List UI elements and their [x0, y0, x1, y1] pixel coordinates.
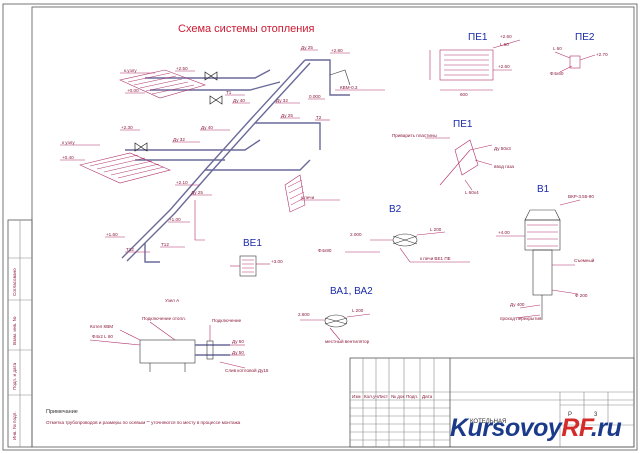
view-b2-label: В2 — [389, 204, 402, 215]
svg-text:+2.50: +2.50 — [176, 66, 188, 71]
svg-text:Подключение отопл.: Подключение отопл. — [142, 316, 186, 321]
svg-text:КВМ-0.3: КВМ-0.3 — [340, 85, 358, 90]
svg-text:Слив котловой Ду15: Слив котловой Ду15 — [225, 367, 269, 373]
notes-heading: Примечание — [46, 409, 78, 415]
svg-text:+2.60: +2.60 — [500, 34, 512, 39]
view-pe1-top: ПЕ1 +2.60 L 60 +2.60 600 — [429, 32, 521, 97]
svg-text:к.узлу: к.узлу — [124, 68, 137, 73]
svg-text:Ду 50: Ду 50 — [232, 339, 244, 344]
svg-text:ВКР-3.55-90: ВКР-3.55-90 — [568, 194, 594, 199]
svg-text:Т12: Т12 — [161, 242, 169, 247]
view-be1: ВЕ1 +3.00 — [230, 238, 283, 277]
tb-sheet: 3 — [594, 412, 598, 418]
svg-text:L 60: L 60 — [500, 42, 509, 47]
svg-text:Приварить пластины: Приварить пластины — [392, 133, 437, 138]
svg-text:600: 600 — [460, 92, 468, 97]
tb-col-2: Кол.уч — [364, 394, 378, 399]
svg-text:Ду 50: Ду 50 — [232, 350, 244, 355]
svg-text:Ду 32: Ду 32 — [276, 98, 288, 103]
view-pe1-mid: ПЕ1 Приварить пластины Ду 50х3 ввод газа L … — [392, 119, 514, 195]
watermark-suffix: RF — [561, 414, 591, 442]
tb-col-3: Лист — [378, 394, 389, 399]
svg-text:Ду 40: Ду 40 — [201, 125, 213, 130]
svg-text:Т2: Т2 — [316, 115, 322, 120]
svg-text:+2.60: +2.60 — [498, 64, 510, 69]
svg-text:L 60: L 60 — [553, 46, 562, 51]
svg-text:Т12: Т12 — [126, 247, 134, 252]
svg-text:0.000: 0.000 — [309, 94, 321, 99]
side-stamp: Инв. № подл. Подп. и дата Взам. инв. № С… — [7, 219, 33, 448]
tb-col-6: Дата — [422, 394, 433, 399]
svg-text:+1.00: +1.00 — [169, 217, 181, 222]
svg-text:+4.00: +4.00 — [498, 230, 510, 235]
drawing-title: Схема системы отопления — [178, 23, 314, 35]
view-b1-label: В1 — [537, 184, 550, 195]
svg-text:Ду 25: Ду 25 — [281, 113, 293, 118]
tb-stage: Р — [568, 412, 572, 418]
detail-node: Узел А Котел КВМ Ф4х2 L 60 Подключение ото… — [89, 298, 269, 373]
watermark-logo: KursovoyRF.ru — [450, 414, 640, 453]
svg-text:Ду 25: Ду 25 — [301, 45, 313, 50]
notes-text: Отметка трубопроводов и размеры по осевы… — [46, 420, 241, 425]
svg-text:местный вентилятор: местный вентилятор — [325, 338, 370, 344]
svg-text:к печи ВЕ1 ПЕ: к печи ВЕ1 ПЕ — [420, 256, 451, 261]
tb-col-5: Подп. — [406, 394, 418, 399]
svg-text:Подключение: Подключение — [212, 318, 242, 323]
svg-text:Котел КВМ: Котел КВМ — [90, 324, 113, 329]
tb-name: КОТЕЛЬНАЯ — [470, 419, 506, 425]
view-pe1-mid-label: ПЕ1 — [453, 119, 473, 130]
svg-text:+0.40: +0.40 — [62, 155, 74, 160]
view-ba: ВА1, ВА2 2.600 L 200 местный вентилятор — [298, 286, 373, 344]
svg-text:ввод газа: ввод газа — [494, 164, 514, 169]
svg-text:L 200: L 200 — [352, 308, 364, 313]
watermark-domain: .ru — [590, 414, 622, 442]
svg-text:Узел А: Узел А — [165, 298, 180, 303]
svg-text:Ф4х80: Ф4х80 — [318, 248, 332, 253]
svg-text:Т1: Т1 — [226, 90, 232, 95]
svg-text:Ду 400: Ду 400 — [510, 302, 525, 307]
svg-text:Съемный: Съемный — [574, 257, 595, 263]
view-ba-label: ВА1, ВА2 — [330, 286, 373, 297]
svg-text:+2.80: +2.80 — [331, 48, 343, 53]
outer-frame — [2, 3, 638, 451]
watermark-brand: Kursovoy — [450, 414, 562, 442]
svg-text:L 200: L 200 — [430, 227, 442, 232]
svg-text:2.600: 2.600 — [298, 312, 310, 317]
side-stamp-1: Инв. № подл. — [12, 411, 17, 440]
svg-text:L 60х4: L 60х4 — [465, 190, 479, 195]
svg-text:+0.00: +0.00 — [127, 88, 139, 93]
tb-col-4: № док — [391, 394, 405, 399]
tb-col-1: Изм — [352, 394, 361, 399]
title-block: Изм Кол.уч Лист № док Подп. Дата КОТЕЛЬН… — [349, 357, 635, 448]
side-stamp-2: Подп. и дата — [12, 362, 17, 390]
svg-text:+3.00: +3.00 — [271, 259, 283, 264]
svg-text:+2.10: +2.10 — [176, 180, 188, 185]
svg-text:Ф4х2 L 60: Ф4х2 L 60 — [92, 334, 113, 339]
svg-text:+2.30: +2.30 — [121, 125, 133, 130]
svg-text:Ду 32: Ду 32 — [173, 137, 185, 142]
svg-text:проход перекрытия: проход перекрытия — [500, 316, 542, 321]
view-pe1-top-label: ПЕ1 — [468, 32, 488, 43]
svg-text:Ду 40: Ду 40 — [233, 98, 245, 103]
svg-text:Ф4х60: Ф4х60 — [550, 71, 564, 76]
svg-text:Ф 200: Ф 200 — [575, 293, 588, 298]
view-pe2-label: ПЕ2 — [575, 32, 595, 43]
view-be1-label: ВЕ1 — [243, 238, 262, 249]
svg-text:Ду 25: Ду 25 — [191, 190, 203, 195]
side-stamp-4: Согласовано — [12, 268, 17, 296]
svg-text:к узлу: к узлу — [62, 140, 75, 145]
svg-text:к печи: к печи — [301, 195, 315, 200]
svg-text:2.000: 2.000 — [350, 232, 362, 237]
svg-text:+1.60: +1.60 — [106, 232, 118, 237]
side-stamp-3: Взам. инв. № — [12, 316, 17, 345]
svg-text:Ду 50х3: Ду 50х3 — [494, 146, 511, 151]
svg-text:+2.70: +2.70 — [596, 52, 608, 57]
